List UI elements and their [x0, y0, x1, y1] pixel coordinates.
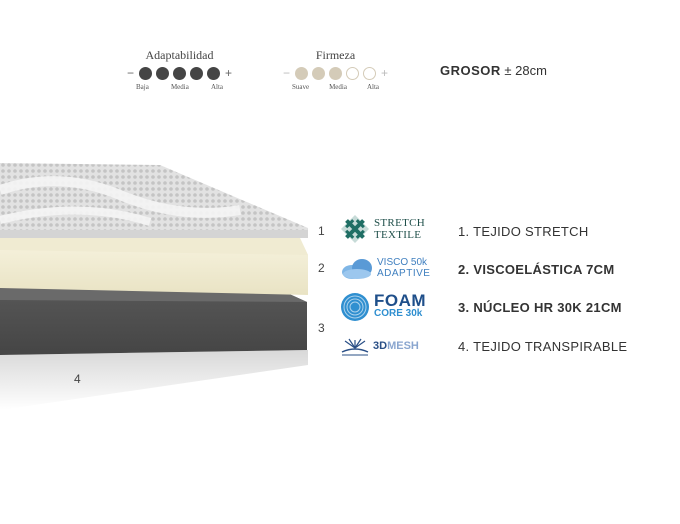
fabric-top-layer — [0, 163, 308, 238]
grosor-info: GROSOR ± 28cm — [440, 63, 547, 78]
layer-number-3: 3 — [318, 321, 325, 335]
rating-dot — [295, 66, 308, 80]
scale-mid: Media — [170, 83, 189, 91]
layer-label-3: 3. NÚCLEO HR 30K 21CM — [458, 300, 622, 315]
mesh-rays-icon — [341, 338, 369, 356]
minus-icon: − — [126, 66, 134, 80]
fabric-wave-pattern — [0, 206, 152, 226]
scale-mid: Media — [329, 83, 347, 91]
plus-icon: + — [380, 66, 388, 80]
mattress-illustration — [0, 163, 308, 410]
adaptabilidad-dots: − + — [126, 66, 233, 80]
rating-dot — [207, 66, 220, 80]
layer-number-4: 4 — [74, 372, 81, 386]
scale-low: Baja — [136, 83, 149, 91]
minus-icon: − — [282, 66, 290, 80]
adaptabilidad-rating: Adaptabilidad − + Baja Media Alta — [126, 48, 233, 91]
visco-logo-line2: ADAPTIVE — [377, 268, 431, 279]
firmeza-title: Firmeza — [315, 48, 356, 62]
layer-number-1: 1 — [318, 224, 325, 238]
foam-logo-line2: CORE 30k — [374, 308, 423, 319]
plus-icon: + — [224, 66, 232, 80]
rating-dot — [173, 66, 186, 80]
grosor-value: ± 28cm — [504, 63, 547, 78]
layer-label-1: 1. TEJIDO STRETCH — [458, 224, 589, 239]
rating-dot — [329, 66, 342, 80]
mattress-shadow — [0, 350, 308, 410]
layer-number-2: 2 — [318, 261, 325, 275]
firmeza-rating: Firmeza − + Suave Media Alta — [282, 48, 389, 91]
rating-dot — [312, 66, 325, 80]
stretch-weave-icon — [341, 215, 369, 243]
foam-core-logo: FOAM CORE 30k — [340, 292, 426, 322]
3d-mesh-logo: 3DMESH — [340, 336, 419, 356]
stretch-logo-line1: STRETCH — [374, 217, 425, 229]
rating-dot — [139, 66, 152, 80]
layer-label-4: 4. TEJIDO TRANSPIRABLE — [458, 339, 628, 354]
rating-dot — [156, 66, 169, 80]
visco-adaptive-logo: VISCO 50k ADAPTIVE — [340, 256, 430, 280]
adaptabilidad-scale: Baja Media Alta — [126, 83, 233, 91]
layer-label-2: 2. VISCOELÁSTICA 7CM — [458, 262, 615, 277]
visco-logo-line1: VISCO 50k — [377, 257, 428, 268]
scale-low: Suave — [292, 83, 310, 91]
rating-dot — [346, 66, 359, 80]
scale-high: Alta — [210, 83, 223, 91]
mesh-logo-mesh: MESH — [387, 340, 419, 352]
firmeza-dots: − + — [282, 66, 389, 80]
rating-dot — [363, 66, 376, 80]
stretch-logo-line2: TEXTILE — [374, 229, 422, 241]
stretch-textile-logo: STRETCH TEXTILE — [340, 214, 425, 244]
mesh-logo-3d: 3D — [373, 340, 388, 352]
fabric-edge — [0, 230, 308, 238]
fabric-wave-pattern — [0, 176, 241, 218]
firmeza-scale: Suave Media Alta — [282, 83, 389, 91]
scale-high: Alta — [366, 83, 379, 91]
rating-dot — [190, 66, 203, 80]
visco-top-face — [0, 238, 308, 255]
cloud-icon — [342, 259, 372, 279]
foam-circle-icon — [341, 293, 369, 321]
foam-logo-line1: FOAM — [374, 291, 427, 310]
grosor-label: GROSOR — [440, 63, 501, 78]
adaptabilidad-title: Adaptabilidad — [145, 48, 214, 62]
